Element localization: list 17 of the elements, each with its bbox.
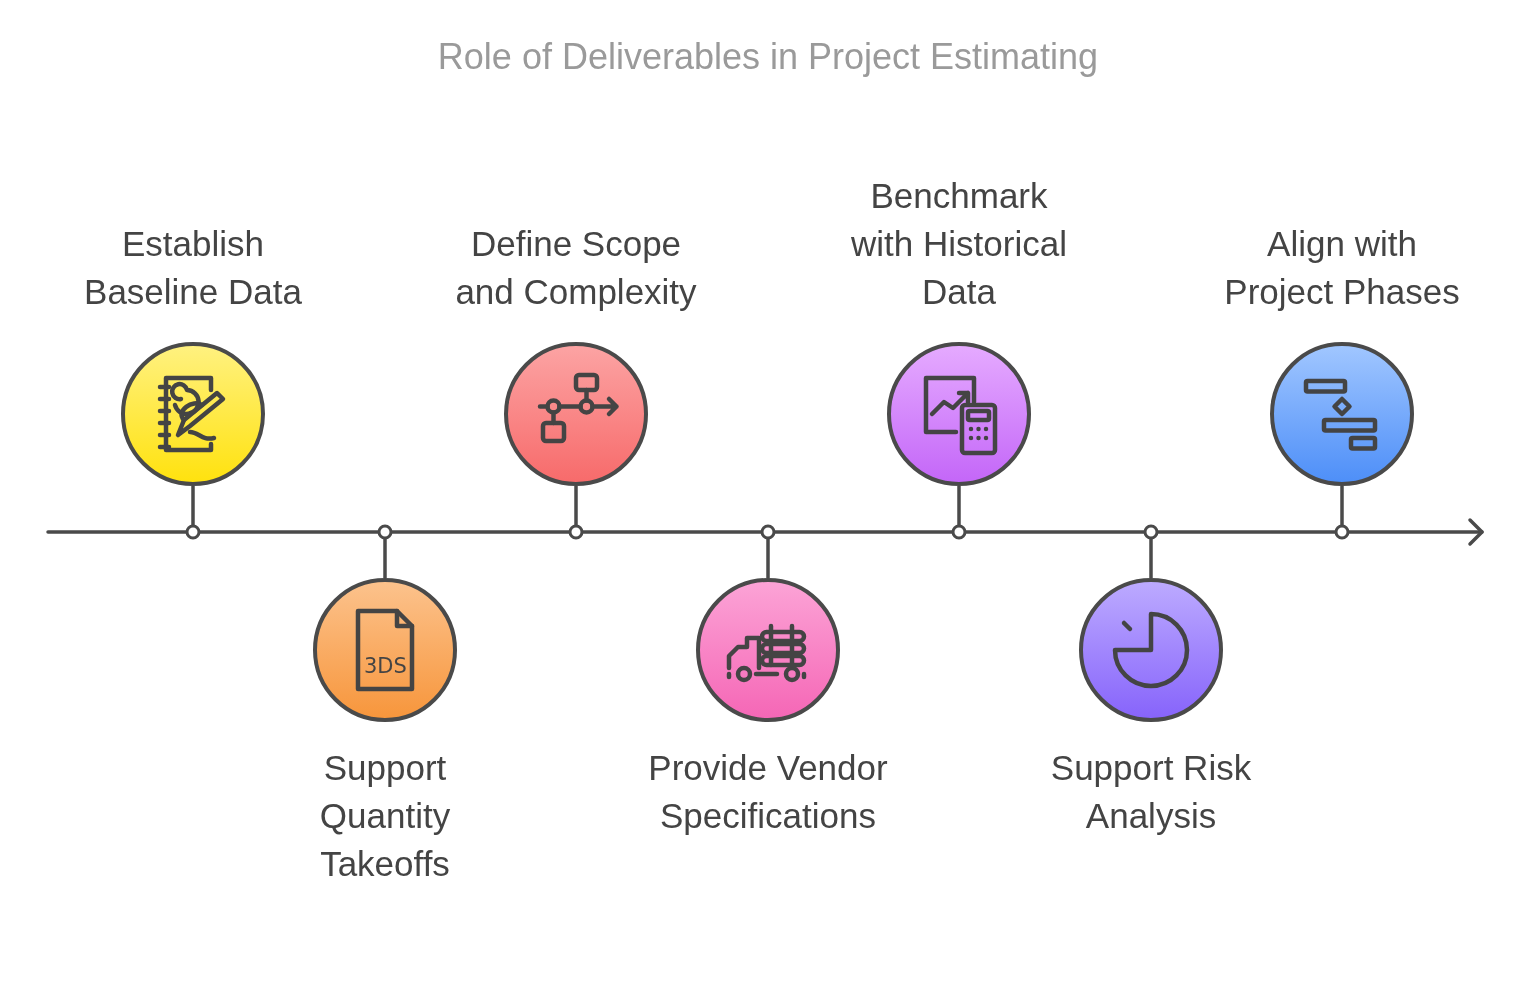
stem-line bbox=[760, 524, 776, 578]
step-label: Define Scope and Complexity bbox=[454, 223, 698, 313]
stem-line bbox=[1143, 524, 1159, 578]
step-label: Provide Vendor Specifications bbox=[647, 747, 889, 837]
diagram-title: Role of Deliverables in Project Estimating bbox=[436, 36, 1100, 78]
stem-line bbox=[377, 524, 393, 578]
step-label: Establish Baseline Data bbox=[83, 223, 303, 313]
step-label: Benchmark with Historical Data bbox=[850, 175, 1068, 313]
step-label: Support Risk Analysis bbox=[1049, 747, 1253, 837]
file-type-label: 3DS bbox=[364, 654, 407, 678]
stem-line bbox=[1334, 486, 1350, 540]
timeline-arrow bbox=[46, 518, 1484, 546]
step-label: Support Quantity Takeoffs bbox=[318, 747, 452, 885]
stem-line bbox=[568, 486, 584, 540]
stem-line bbox=[951, 486, 967, 540]
stem-line bbox=[185, 486, 201, 540]
step-label: Align with Project Phases bbox=[1223, 223, 1461, 313]
